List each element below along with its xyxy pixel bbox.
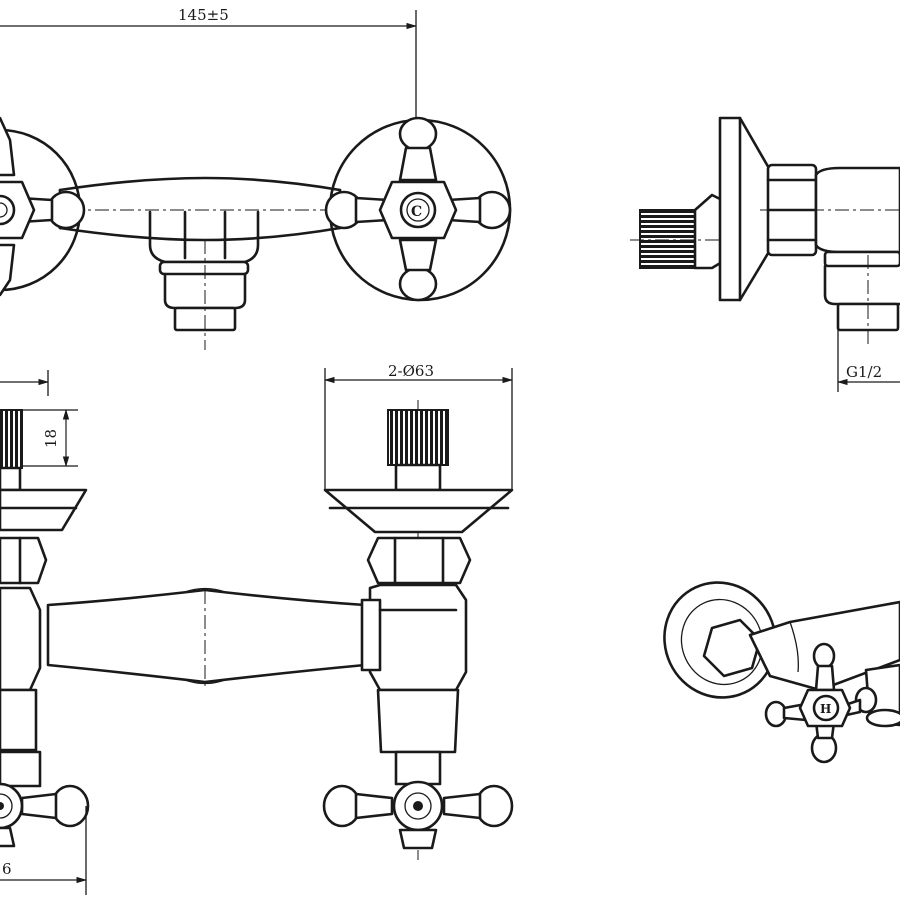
right-cross-handle: C [324, 116, 512, 302]
left-cross-handle [0, 116, 86, 297]
thread-height-label: 18 [42, 429, 60, 448]
flange-diameter-label: 2-Ø63 [388, 362, 434, 380]
overall-width-label: 145±5 [178, 6, 229, 24]
iso-handle: H [764, 642, 878, 764]
side-view: G1/2 [630, 116, 900, 392]
isometric-view: H [663, 581, 900, 764]
front-left-handle [0, 782, 90, 848]
hot-mark: H [820, 702, 831, 716]
front-right-handle [322, 780, 514, 850]
cold-mark: C [411, 204, 422, 220]
partial-bottom-label: 6 [2, 860, 12, 878]
outlet-thread-label: G1/2 [846, 363, 882, 381]
top-view: 145±5 [0, 6, 512, 350]
front-view: 2-Ø63 18 6 [0, 362, 514, 895]
